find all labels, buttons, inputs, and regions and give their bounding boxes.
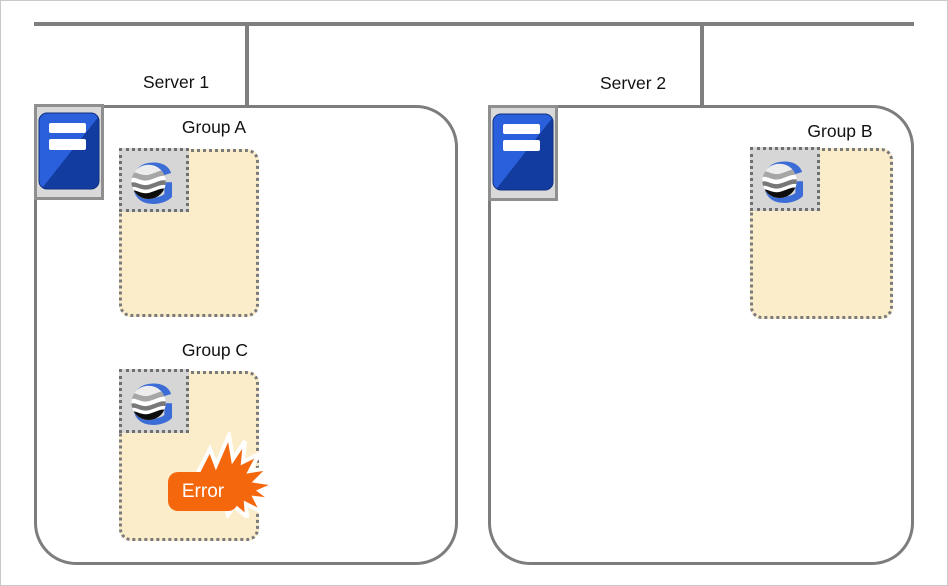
error-badge: Error xyxy=(168,472,238,511)
group-a-globe-g-logo-icon xyxy=(119,148,189,212)
group-a-label: Group A xyxy=(181,117,247,137)
group-c-globe-g-logo-icon xyxy=(119,369,189,433)
network-trunk-line xyxy=(34,22,914,26)
server2-label: Server 2 xyxy=(600,73,667,93)
group-c-label: Group C xyxy=(181,340,249,360)
group-b-label: Group B xyxy=(807,121,873,141)
group-b-globe-g-logo-icon xyxy=(750,147,820,211)
server1-label: Server 1 xyxy=(143,72,210,92)
server1-drop-line xyxy=(245,24,249,107)
server-tower-icon xyxy=(34,104,104,200)
server2-drop-line xyxy=(700,24,704,107)
server-tower-icon xyxy=(488,105,558,201)
error-badge-label: Error xyxy=(181,480,225,502)
